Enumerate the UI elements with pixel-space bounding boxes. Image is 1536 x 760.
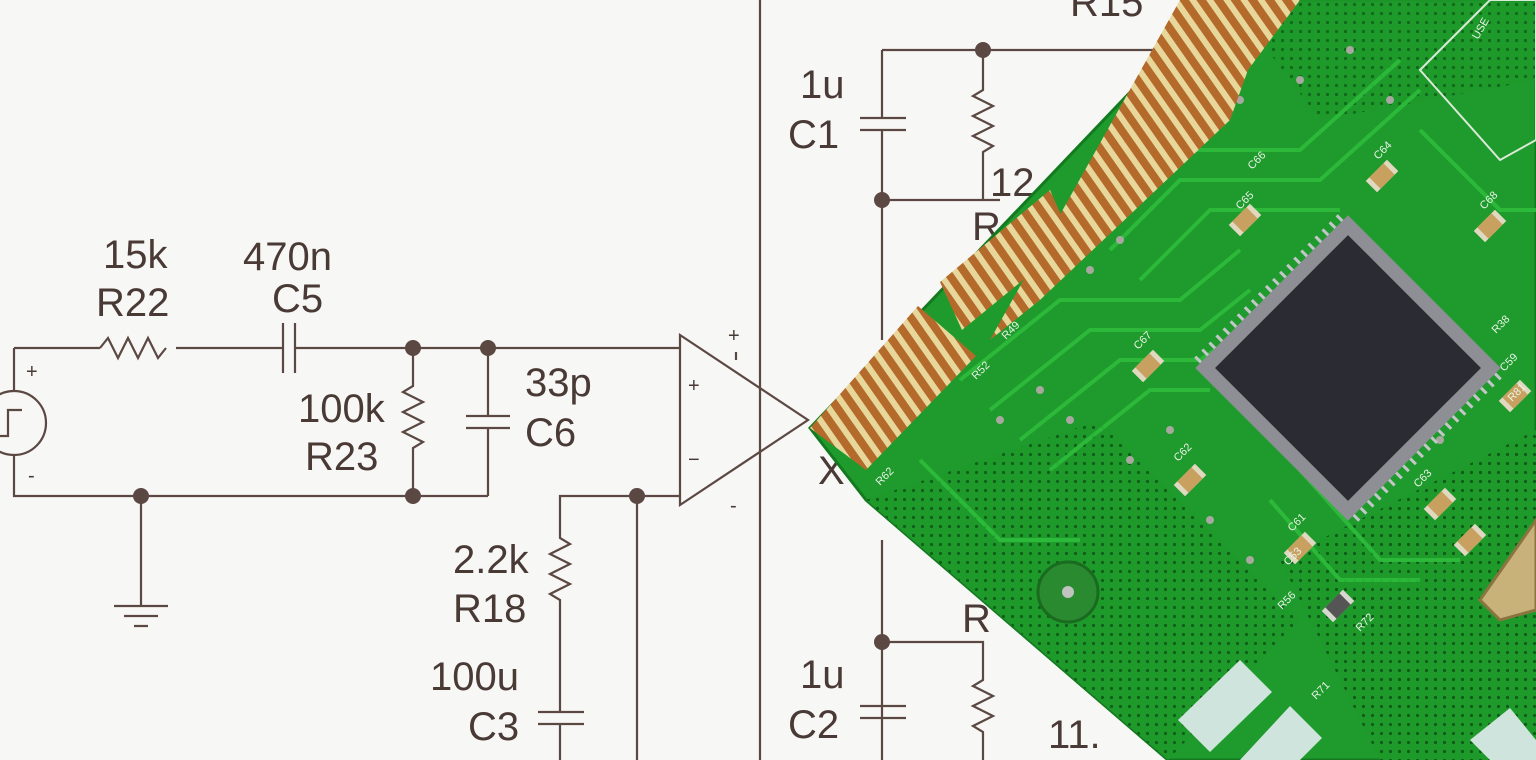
opamp-in-minus: − — [688, 449, 700, 471]
c1-name: C1 — [788, 113, 839, 157]
c6-value: 33p — [525, 361, 592, 405]
edge-connector-upper — [990, 0, 1300, 340]
r23-name: R23 — [305, 435, 378, 479]
r-bottom-value-partial: 11. — [1048, 713, 1101, 757]
r22-value: 15k — [103, 233, 168, 277]
c3-value: 100u — [430, 655, 519, 699]
r22-name: R22 — [96, 281, 169, 325]
c3-name: C3 — [468, 705, 519, 749]
r18-value: 2.2k — [453, 538, 530, 582]
bottom-pads — [1178, 660, 1536, 760]
source-plus: + — [26, 361, 38, 383]
edge-connector-lower — [810, 306, 976, 470]
c2-name: C2 — [788, 703, 839, 747]
r18-name: R18 — [453, 587, 526, 631]
edge-connector-mid — [940, 190, 1072, 330]
opamp-in-plus: + — [688, 375, 700, 397]
crystal — [1478, 517, 1536, 622]
main-chip — [1194, 214, 1502, 522]
smd-components — [1131, 159, 1532, 623]
r15-label: R15 — [1070, 0, 1143, 25]
supply-minus: - — [730, 495, 737, 517]
c1-value: 1u — [800, 63, 845, 107]
schematic-nodes — [133, 42, 991, 650]
supply-plus: + — [728, 325, 740, 347]
source-minus: - — [28, 465, 35, 487]
r23-value: 100k — [298, 387, 386, 431]
c5-name: C5 — [272, 277, 323, 321]
c2-value: 1u — [800, 653, 845, 697]
r-top-partial: 12 — [990, 161, 1035, 205]
silk-box — [1418, 0, 1536, 162]
c5-value: 470n — [243, 235, 332, 279]
c6-name: C6 — [525, 411, 576, 455]
